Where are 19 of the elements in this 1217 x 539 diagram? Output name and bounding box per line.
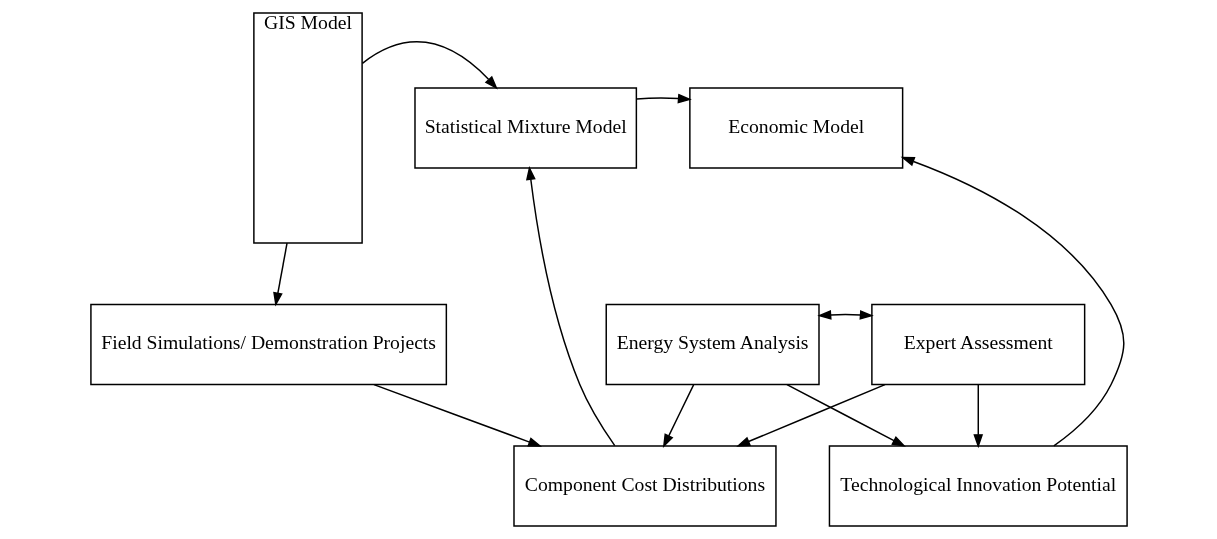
arrow	[735, 383, 886, 447]
node-box: Statistical Mixture Model	[413, 87, 637, 169]
arrow	[361, 41, 498, 90]
arrow	[785, 383, 906, 447]
arrow	[635, 93, 692, 104]
node-box: GIS Model	[252, 12, 363, 244]
arrow	[272, 242, 288, 307]
node-box: Technological Innovation Potential	[828, 445, 1128, 527]
node-box: Field Simulations/ Demonstration Projects	[89, 303, 447, 386]
node-box: Component Cost Distributions	[512, 445, 777, 527]
node-box: Energy System Analysis	[605, 303, 820, 386]
node-box: Expert Assessment	[870, 303, 1085, 386]
arrow	[372, 383, 542, 447]
arrow	[900, 156, 1124, 447]
arrow	[525, 166, 615, 447]
arrow	[816, 309, 874, 320]
arrow	[972, 384, 983, 449]
arrow	[662, 384, 694, 448]
node-box: Economic Model	[688, 87, 903, 169]
